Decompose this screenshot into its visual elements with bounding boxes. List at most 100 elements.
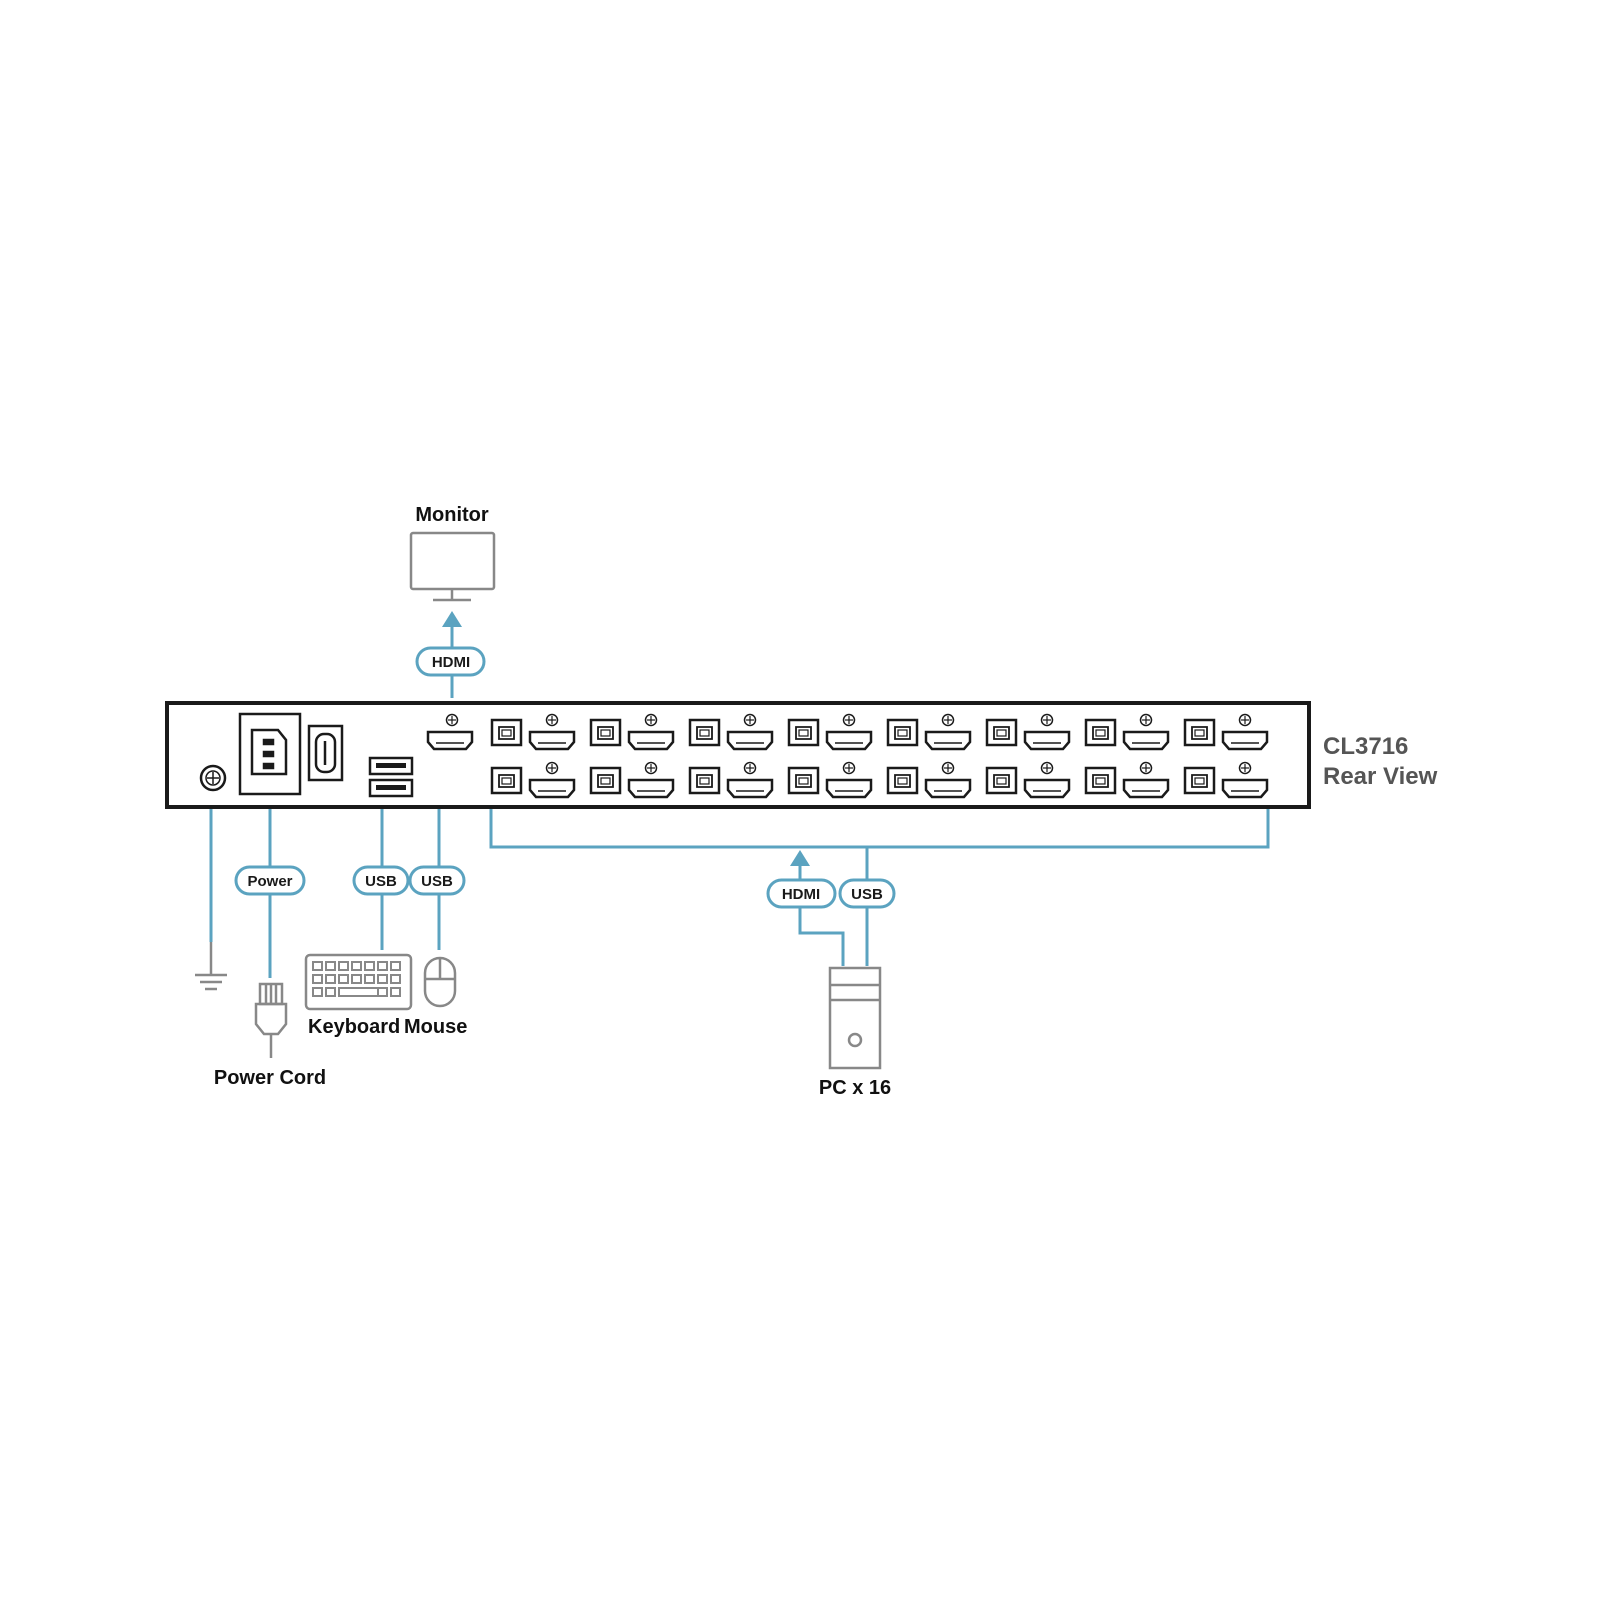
key-icon <box>364 974 375 984</box>
pc-port-pair <box>787 761 873 799</box>
hdmi-port-icon <box>825 713 873 751</box>
key-icon <box>351 961 362 971</box>
key-icon <box>390 987 401 997</box>
hdmi-port-icon <box>825 761 873 799</box>
usb-b-port-icon <box>589 766 622 795</box>
pc-port-pair <box>787 713 873 751</box>
power-plug-icon <box>254 982 288 1058</box>
pc-bus-cable <box>489 800 1270 849</box>
hdmi-port-icon <box>1221 713 1269 751</box>
monitor-icon <box>409 531 496 602</box>
key-icon <box>351 974 362 984</box>
key-icon <box>364 961 375 971</box>
ground-symbol-icon <box>195 942 227 991</box>
power-switch-icon <box>307 724 344 782</box>
monitor-arrow-icon <box>442 611 462 627</box>
pc-port-pair <box>1084 761 1170 799</box>
usb-b-port-icon <box>787 718 820 747</box>
usb-b-port-icon <box>589 718 622 747</box>
pc-port-pairs <box>490 713 1269 799</box>
key-icon <box>312 974 323 984</box>
pc-hdmi-arrow-icon <box>790 850 810 866</box>
pill-keyboard-usb-text: USB <box>365 873 397 890</box>
usb-b-port-icon <box>1183 718 1216 747</box>
usb-b-port-icon <box>1084 766 1117 795</box>
kvm-chassis <box>165 701 1311 809</box>
key-icon <box>325 961 336 971</box>
pill-power-text: Power <box>247 873 292 890</box>
pill-power: Power <box>234 865 306 896</box>
hdmi-port-icon <box>726 713 774 751</box>
usb-b-port-icon <box>1084 718 1117 747</box>
pc-port-pair <box>985 713 1071 751</box>
hdmi-port-icon <box>627 713 675 751</box>
pc-tower-icon <box>828 966 882 1070</box>
ground-screw-icon <box>199 764 227 792</box>
usb-b-port-icon <box>886 718 919 747</box>
pc-port-pair <box>589 713 675 751</box>
keyboard-label: Keyboard <box>308 1016 400 1038</box>
usb-b-port-icon <box>688 718 721 747</box>
pill-pc-hdmi-text: HDMI <box>782 886 820 903</box>
usb-b-port-icon <box>490 766 523 795</box>
power-socket-icon <box>238 712 302 796</box>
key-icon <box>377 987 388 997</box>
pill-monitor-hdmi: HDMI <box>415 646 486 677</box>
hdmi-port-icon <box>726 761 774 799</box>
pc-port-pair <box>589 761 675 799</box>
pc-port-pair <box>490 713 576 751</box>
hdmi-port-icon <box>528 761 576 799</box>
usb-b-port-icon <box>985 766 1018 795</box>
pc-port-pair <box>1183 761 1269 799</box>
pill-mouse-usb: USB <box>408 865 466 896</box>
power-cord-label: Power Cord <box>214 1067 326 1089</box>
hdmi-port-icon <box>1221 761 1269 799</box>
pc-port-pair <box>490 761 576 799</box>
usb-b-port-icon <box>688 766 721 795</box>
model-name: CL3716 <box>1323 733 1408 760</box>
pill-keyboard-usb: USB <box>352 865 410 896</box>
keyboard-icon <box>304 953 413 1011</box>
pc-port-pair <box>985 761 1071 799</box>
usb-a-port-icon <box>368 756 414 776</box>
spacebar-icon <box>338 987 388 997</box>
pc-port-pair <box>886 761 972 799</box>
usb-b-port-icon <box>1183 766 1216 795</box>
hdmi-port-icon <box>1122 713 1170 751</box>
hdmi-port-icon <box>1023 761 1071 799</box>
key-icon <box>377 974 388 984</box>
hdmi-port-icon <box>924 761 972 799</box>
key-icon <box>312 987 323 997</box>
key-icon <box>325 987 336 997</box>
usb-b-port-icon <box>985 718 1018 747</box>
key-icon <box>312 961 323 971</box>
pc-port-pair <box>886 713 972 751</box>
key-icon <box>338 974 349 984</box>
pill-mouse-usb-text: USB <box>421 873 453 890</box>
usb-b-port-icon <box>787 766 820 795</box>
key-icon <box>338 961 349 971</box>
key-icon <box>390 961 401 971</box>
pill-pc-usb-text: USB <box>851 886 883 903</box>
pc-port-pair <box>688 713 774 751</box>
key-icon <box>390 974 401 984</box>
console-hdmi-port-icon <box>426 713 474 751</box>
monitor-label: Monitor <box>415 504 489 526</box>
pill-pc-usb: USB <box>838 878 896 909</box>
pc-label: PC x 16 <box>819 1077 891 1099</box>
mouse-label: Mouse <box>404 1016 467 1038</box>
console-usb-ports <box>368 756 414 798</box>
usb-b-port-icon <box>886 766 919 795</box>
key-icon <box>377 961 388 971</box>
usb-b-port-icon <box>490 718 523 747</box>
pill-monitor-hdmi-text: HDMI <box>432 654 470 671</box>
hdmi-port-icon <box>1122 761 1170 799</box>
pc-port-pair <box>1084 713 1170 751</box>
model-view: Rear View <box>1323 763 1438 790</box>
pc-port-pair <box>1183 713 1269 751</box>
hdmi-port-icon <box>1023 713 1071 751</box>
hdmi-port-icon <box>924 713 972 751</box>
pc-port-pair <box>688 761 774 799</box>
usb-a-port-icon <box>368 778 414 798</box>
